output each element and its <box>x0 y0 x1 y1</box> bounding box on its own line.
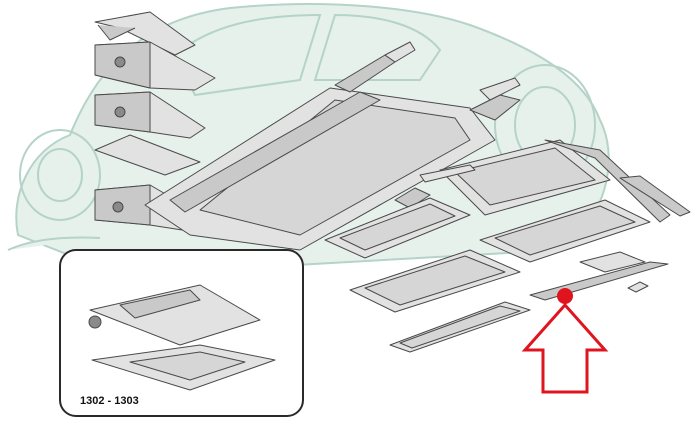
red-dot-icon <box>557 288 573 304</box>
front-plate-part <box>94 134 201 176</box>
seat-mount-part <box>394 164 476 209</box>
inset-floor-part <box>91 344 276 391</box>
lower-left-floor-part <box>349 249 521 313</box>
right-floor-half-part <box>439 139 611 216</box>
small-bracket-part <box>627 281 649 293</box>
long-floor-strip-part <box>389 301 531 353</box>
inset-frame-part <box>88 284 261 346</box>
battery-tray-part <box>579 251 646 273</box>
left-floor-pan-part <box>324 197 471 259</box>
up-arrow-outline-icon <box>521 302 609 394</box>
frame-head-upper-part <box>94 41 216 91</box>
side-rail-part <box>619 175 691 217</box>
front-axle-bracket-part <box>94 11 196 56</box>
main-chassis-floor-pan-part <box>144 41 521 251</box>
inset-model-label: 1302 - 1303 <box>80 395 139 407</box>
inset-panel: 1302 - 1303 <box>59 249 304 417</box>
heater-channel-part <box>544 139 671 223</box>
rear-floor-panel-part <box>479 199 651 263</box>
frame-head-middle-part <box>94 91 206 139</box>
